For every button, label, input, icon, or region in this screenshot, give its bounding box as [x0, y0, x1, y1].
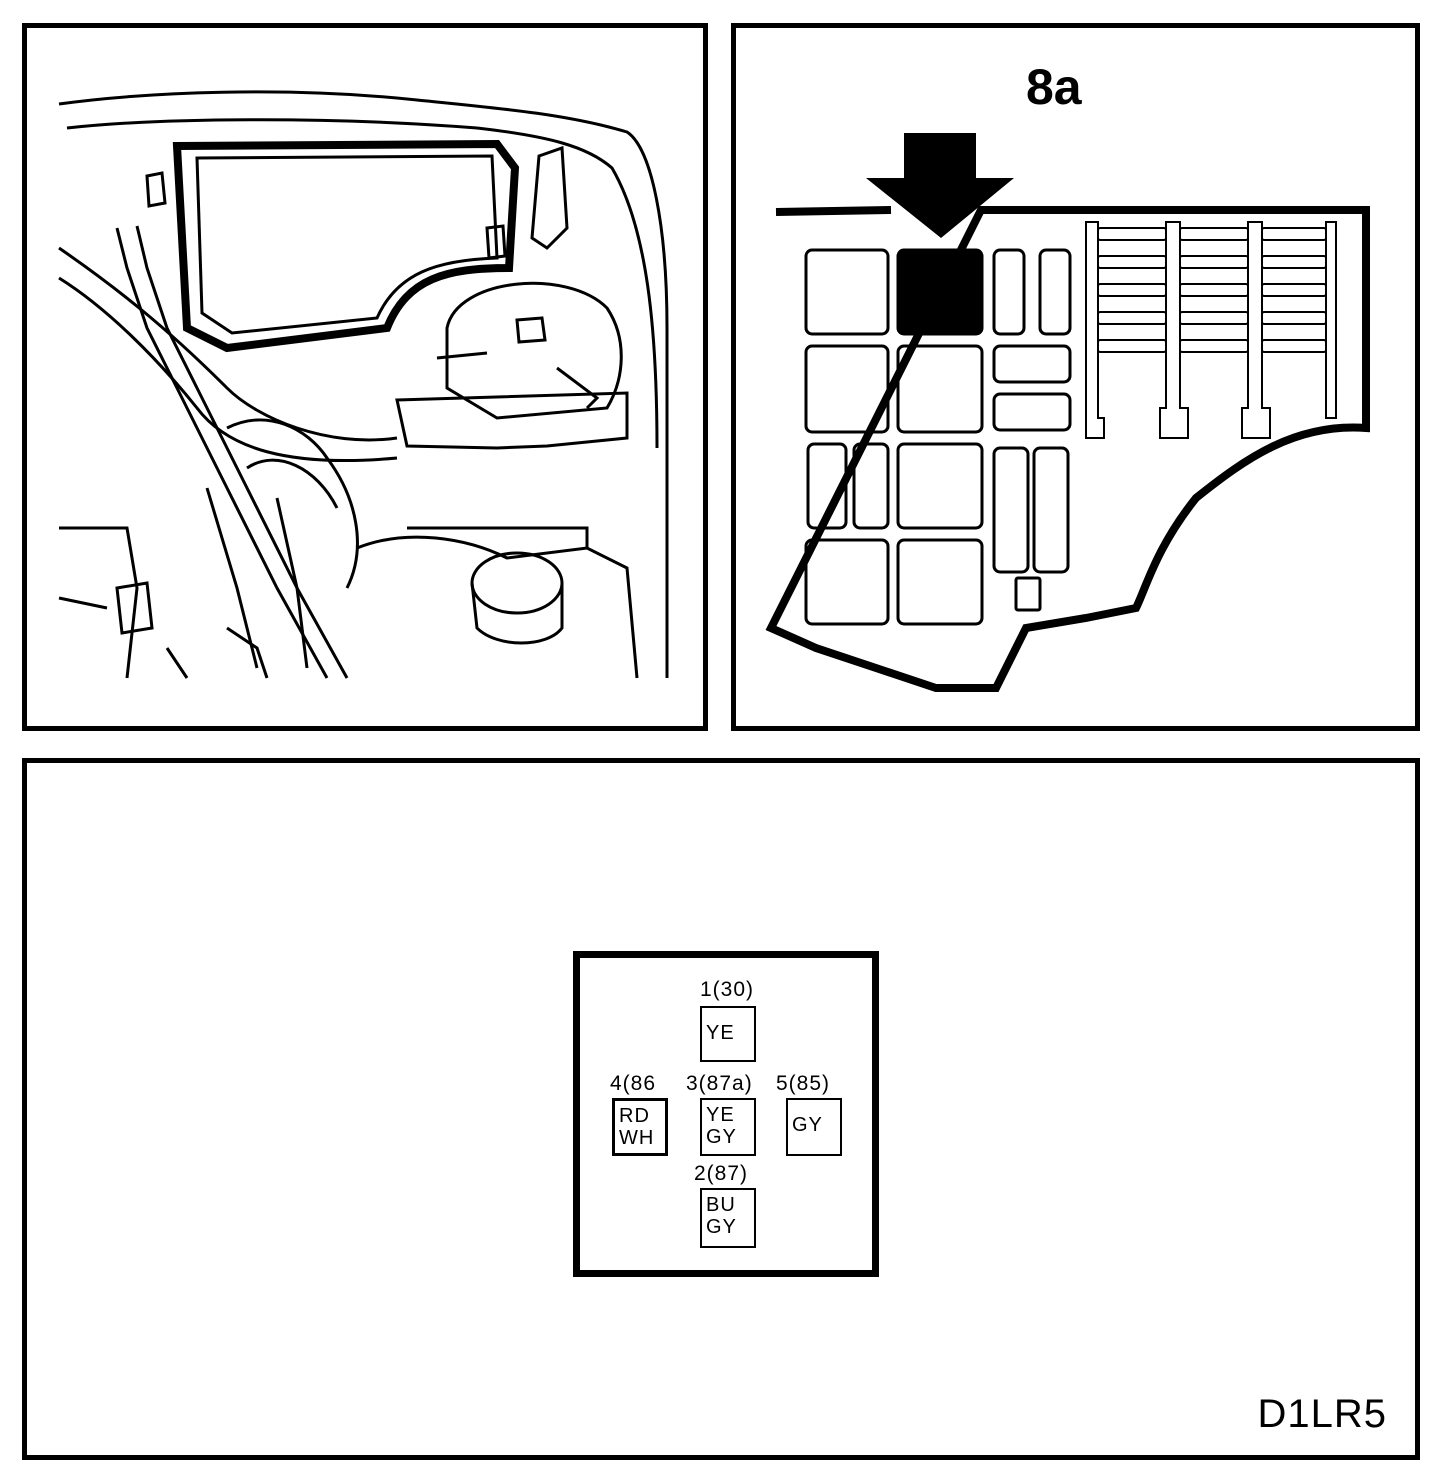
fuse-box-title: 8a — [1026, 59, 1082, 115]
pin-2-wire-2: GY — [706, 1216, 737, 1238]
pin-5-wire: GY — [792, 1114, 823, 1136]
pin-1-label: 1(30) — [700, 978, 755, 1001]
pin-5-box: GY — [786, 1098, 842, 1156]
connector-pinout-panel: 1(30) YE 4(86 RD WH 3(87a) YE GY 5(85) G… — [22, 758, 1420, 1460]
pin-1-box: YE — [700, 1006, 756, 1062]
pin-4-box: RD WH — [612, 1098, 668, 1156]
pin-2-label: 2(87) — [694, 1162, 749, 1185]
pin-4-wire-1: RD — [619, 1105, 650, 1127]
pin-4-wire-2: WH — [619, 1127, 655, 1149]
pin-3-box: YE GY — [700, 1098, 756, 1156]
arrow-down-icon — [866, 133, 1014, 238]
fuse-box-layout: 8a — [731, 23, 1420, 731]
fuse-box-drawing — [765, 133, 1370, 692]
connector-frame: 1(30) YE 4(86 RD WH 3(87a) YE GY 5(85) G… — [573, 951, 879, 1277]
diagram-code: D1LR5 — [1257, 1392, 1387, 1436]
pin-2-box: BU GY — [700, 1188, 756, 1248]
pin-2-wire-1: BU — [706, 1194, 736, 1216]
pin-5-label: 5(85) — [776, 1072, 831, 1095]
pin-3-wire-2: GY — [706, 1126, 737, 1148]
pin-3-label: 3(87a) — [686, 1072, 753, 1095]
pin-1-wire: YE — [706, 1022, 735, 1044]
engine-bay-drawing — [58, 90, 669, 679]
pin-3-wire-1: YE — [706, 1104, 735, 1126]
engine-compartment-illustration — [22, 23, 708, 731]
pin-4-label: 4(86 — [610, 1072, 657, 1095]
